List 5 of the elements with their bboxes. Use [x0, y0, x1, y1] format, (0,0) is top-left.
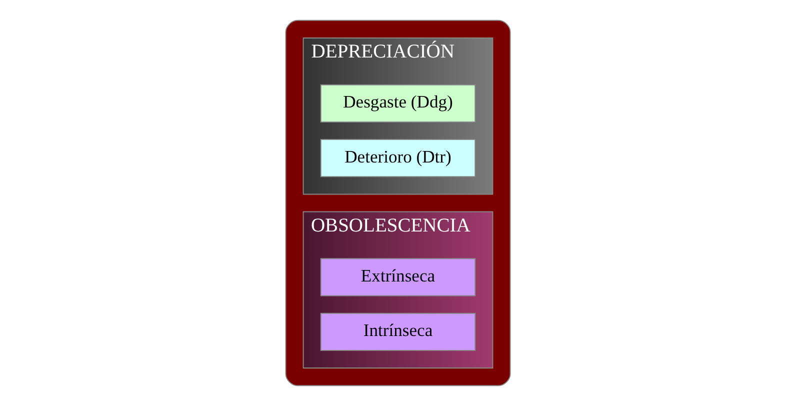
node-box: Intrínseca: [320, 312, 476, 351]
node-box: Deterioro (Dtr): [320, 139, 476, 178]
cluster: [284, 20, 510, 386]
node-box: Extrínseca: [320, 258, 476, 296]
node-box: Desgaste (Ddg): [320, 84, 476, 122]
